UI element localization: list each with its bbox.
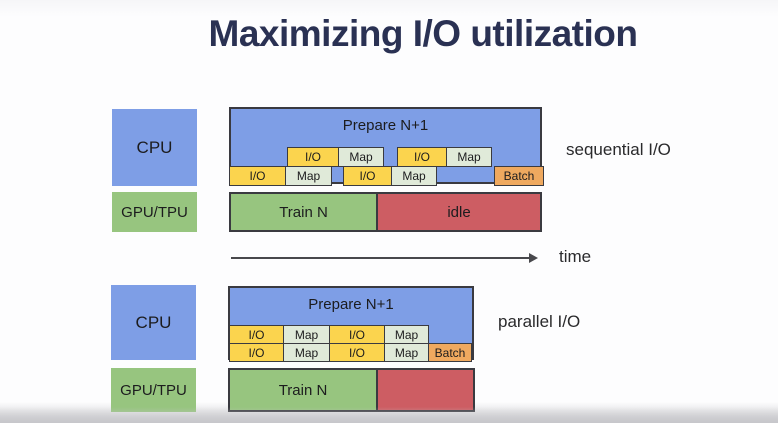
parallel-annotation: parallel I/O [498, 312, 581, 331]
pipeline-map-block: Map [283, 325, 330, 344]
pipeline-batch-block: Batch [428, 343, 472, 362]
cpu-label: CPU [136, 137, 173, 157]
time-axis-label: time [559, 247, 592, 266]
gpu-label: GPU/TPU [121, 203, 188, 221]
time-arrow-head [529, 253, 538, 263]
pipeline-io-block: I/O [229, 166, 286, 186]
pipeline-io-block: I/O [287, 147, 339, 167]
pipeline-io-block: I/O [329, 325, 385, 344]
pipeline-map-block: Map [338, 147, 384, 167]
pipeline-map-block: Map [283, 343, 330, 362]
sequential-annotation: sequential I/O [566, 140, 671, 159]
parallel-gpu-label-box: GPU/TPU [111, 368, 196, 412]
pipeline-map-block: Map [285, 166, 332, 186]
pipeline-io-block: I/O [329, 343, 385, 362]
time-arrow [231, 257, 531, 259]
pipeline-map-block: Map [391, 166, 437, 186]
parallel-train-box: Train N [228, 368, 378, 412]
sequential-gpu-label-box: GPU/TPU [112, 192, 197, 232]
gpu-label: GPU/TPU [120, 381, 187, 399]
pipeline-map-block: Map [384, 325, 429, 344]
pipeline-batch-block: Batch [494, 166, 544, 186]
cpu-label: CPU [135, 312, 172, 332]
pipeline-io-block: I/O [229, 343, 284, 362]
prepare-label: Prepare N+1 [342, 117, 429, 134]
sequential-idle-box: idle [376, 192, 542, 232]
sequential-train-box: Train N [229, 192, 378, 232]
pipeline-io-block: I/O [343, 166, 392, 186]
pipeline-map-block: Map [446, 147, 492, 167]
sequential-prepare-box: Prepare N+1 I/O Map I/O Map I/O Map I/O … [229, 107, 544, 186]
slide-title: Maximizing I/O utilization [208, 13, 638, 54]
pipeline-io-block: I/O [397, 147, 447, 167]
sequential-cpu-label-box: CPU [112, 109, 197, 186]
parallel-prepare-box: Prepare N+1 I/O Map I/O Map I/O Map I/O … [228, 286, 474, 362]
pipeline-map-block: Map [384, 343, 429, 362]
parallel-idle-box [376, 368, 475, 412]
pipeline-io-block: I/O [229, 325, 284, 344]
prepare-label: Prepare N+1 [308, 296, 394, 313]
parallel-cpu-label-box: CPU [111, 285, 196, 360]
